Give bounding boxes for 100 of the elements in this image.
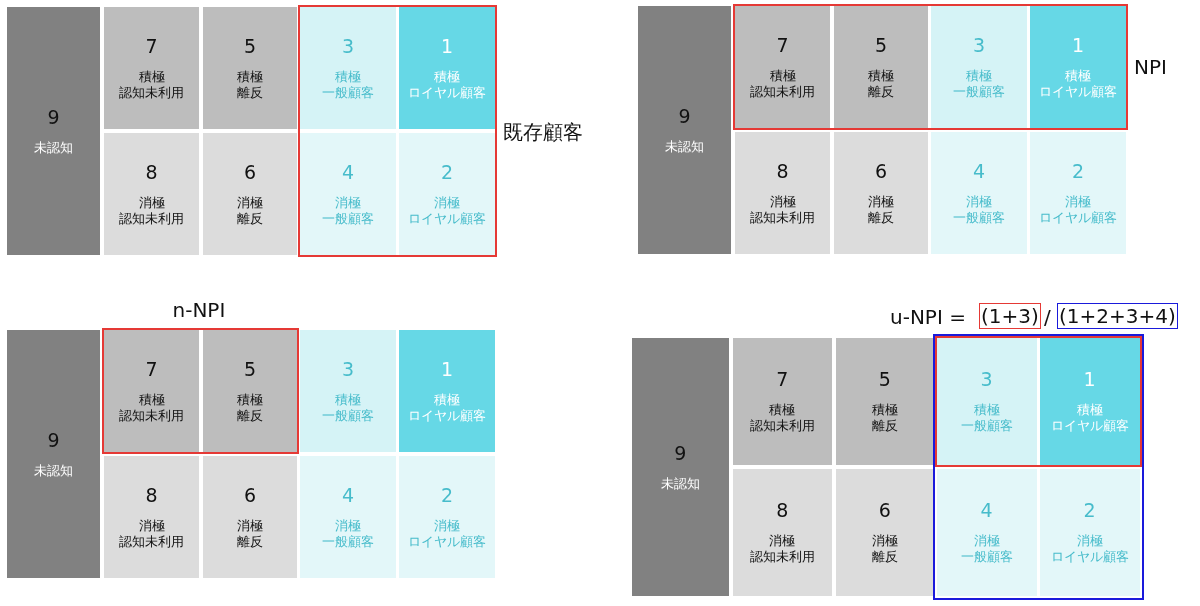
segment-label: 未認知 — [34, 140, 73, 156]
segment-label: 積極 — [138, 69, 165, 85]
segment-cell — [1030, 132, 1126, 254]
segment-label: 離反 — [237, 211, 263, 227]
segment-number: 8 — [776, 160, 789, 182]
segment-cell — [300, 133, 396, 255]
segment-number: 2 — [440, 161, 454, 183]
segment-number: 1 — [440, 358, 454, 380]
segment-number: 9 — [47, 106, 60, 128]
segment-label: 積極 — [966, 68, 992, 84]
segment-label: 積極 — [1076, 402, 1103, 419]
segment-label: 積極 — [769, 68, 796, 84]
segment-cell — [399, 330, 495, 452]
segment-number: 4 — [341, 484, 355, 506]
segment-number: 6 — [243, 484, 257, 506]
segment-number: 8 — [145, 161, 158, 183]
segment-number: 2 — [1083, 499, 1096, 522]
segment-cell — [104, 133, 199, 255]
segment-label: 消極 — [335, 518, 361, 534]
segment-cell — [7, 7, 100, 255]
segment-label: 消極 — [973, 533, 1000, 550]
segment-label: 離反 — [237, 85, 263, 101]
segment-cell — [834, 132, 928, 254]
segment-cell — [732, 469, 832, 596]
segment-number: 1 — [1083, 368, 1096, 391]
segment-label: 積極 — [138, 392, 165, 408]
segment-cell — [931, 132, 1027, 254]
segment-label: 積極 — [237, 392, 263, 408]
segment-label: ロイヤル顧客 — [1039, 84, 1117, 100]
segment-number: 8 — [145, 484, 158, 506]
segment-label: 消極 — [138, 195, 165, 211]
segment-label: 離反 — [237, 534, 263, 550]
segment-number: 8 — [776, 499, 789, 522]
segment-label: 消極 — [868, 194, 894, 210]
segment-cell — [399, 456, 495, 578]
segment-label: 一般顧客 — [960, 418, 1013, 435]
segment-label: 一般顧客 — [322, 85, 374, 101]
segment-label: 消極 — [1065, 194, 1091, 210]
segment-cell — [203, 456, 297, 578]
segment-label: ロイヤル顧客 — [1050, 549, 1129, 566]
segment-cell — [300, 330, 396, 452]
formula-text: / — [1044, 305, 1051, 329]
segment-number: 1 — [1071, 34, 1085, 56]
segment-cell — [735, 132, 830, 254]
frame-heading: 既存顧客 — [503, 119, 583, 146]
segment-cell — [1039, 469, 1140, 596]
segment-label: 認知未利用 — [119, 408, 184, 424]
segment-label: 積極 — [1065, 68, 1091, 84]
segment-label: 消極 — [769, 194, 796, 210]
segment-cell — [931, 6, 1027, 128]
segment-number: 9 — [674, 441, 687, 464]
segment-label: 消極 — [138, 518, 165, 534]
segment-label: 消極 — [237, 518, 263, 534]
segment-number: 6 — [874, 160, 888, 182]
segment-number: 6 — [243, 161, 257, 183]
segment-label: 認知未利用 — [119, 211, 184, 227]
segment-number: 9 — [47, 429, 60, 451]
segment-label: 積極 — [434, 392, 460, 408]
segment-label: 消極 — [966, 194, 992, 210]
segment-label: 一般顧客 — [322, 534, 374, 550]
segment-number: 7 — [145, 358, 158, 380]
segment-cell — [732, 338, 832, 465]
segment-label: 離反 — [868, 84, 894, 100]
segment-label: 認知未利用 — [119, 85, 184, 101]
highlight-frame — [932, 334, 1144, 600]
segment-number: 5 — [243, 358, 257, 380]
segment-number: 5 — [874, 34, 888, 56]
segment-label: 一般顧客 — [322, 408, 374, 424]
segment-cell — [203, 133, 297, 255]
segment-label: 積極 — [335, 392, 361, 408]
segment-number: 4 — [341, 161, 355, 183]
segment-label: 消極 — [434, 518, 460, 534]
segment-number: 3 — [341, 358, 355, 380]
segment-label: 積極 — [871, 402, 898, 419]
segment-label: ロイヤル顧客 — [408, 211, 486, 227]
segment-label: ロイヤル顧客 — [408, 534, 486, 550]
formula-text: u-NPI = — [890, 305, 966, 329]
segment-cell — [300, 456, 396, 578]
segment-cell — [203, 330, 297, 452]
frame-heading: NPI — [1134, 55, 1167, 79]
formula-term: (1+3) — [979, 303, 1041, 329]
segment-label: 積極 — [434, 69, 460, 85]
segment-number: 3 — [980, 368, 993, 391]
highlight-frame — [934, 336, 1142, 467]
segment-number: 3 — [972, 34, 986, 56]
segment-label: 消極 — [871, 533, 898, 550]
segment-cell — [834, 6, 928, 128]
segment-number: 7 — [776, 34, 789, 56]
segment-label: 消極 — [434, 195, 460, 211]
segment-cell — [1030, 6, 1126, 128]
segment-cell — [835, 338, 934, 465]
segment-cell — [638, 6, 731, 254]
segment-cell — [7, 330, 100, 578]
segment-number: 7 — [776, 368, 789, 391]
segment-label: 離反 — [868, 210, 894, 226]
segment-label: ロイヤル顧客 — [408, 85, 486, 101]
segment-cell — [104, 330, 199, 452]
segment-cell — [300, 7, 396, 129]
segment-label: 消極 — [1076, 533, 1103, 550]
segment-label: 認知未利用 — [749, 549, 815, 566]
